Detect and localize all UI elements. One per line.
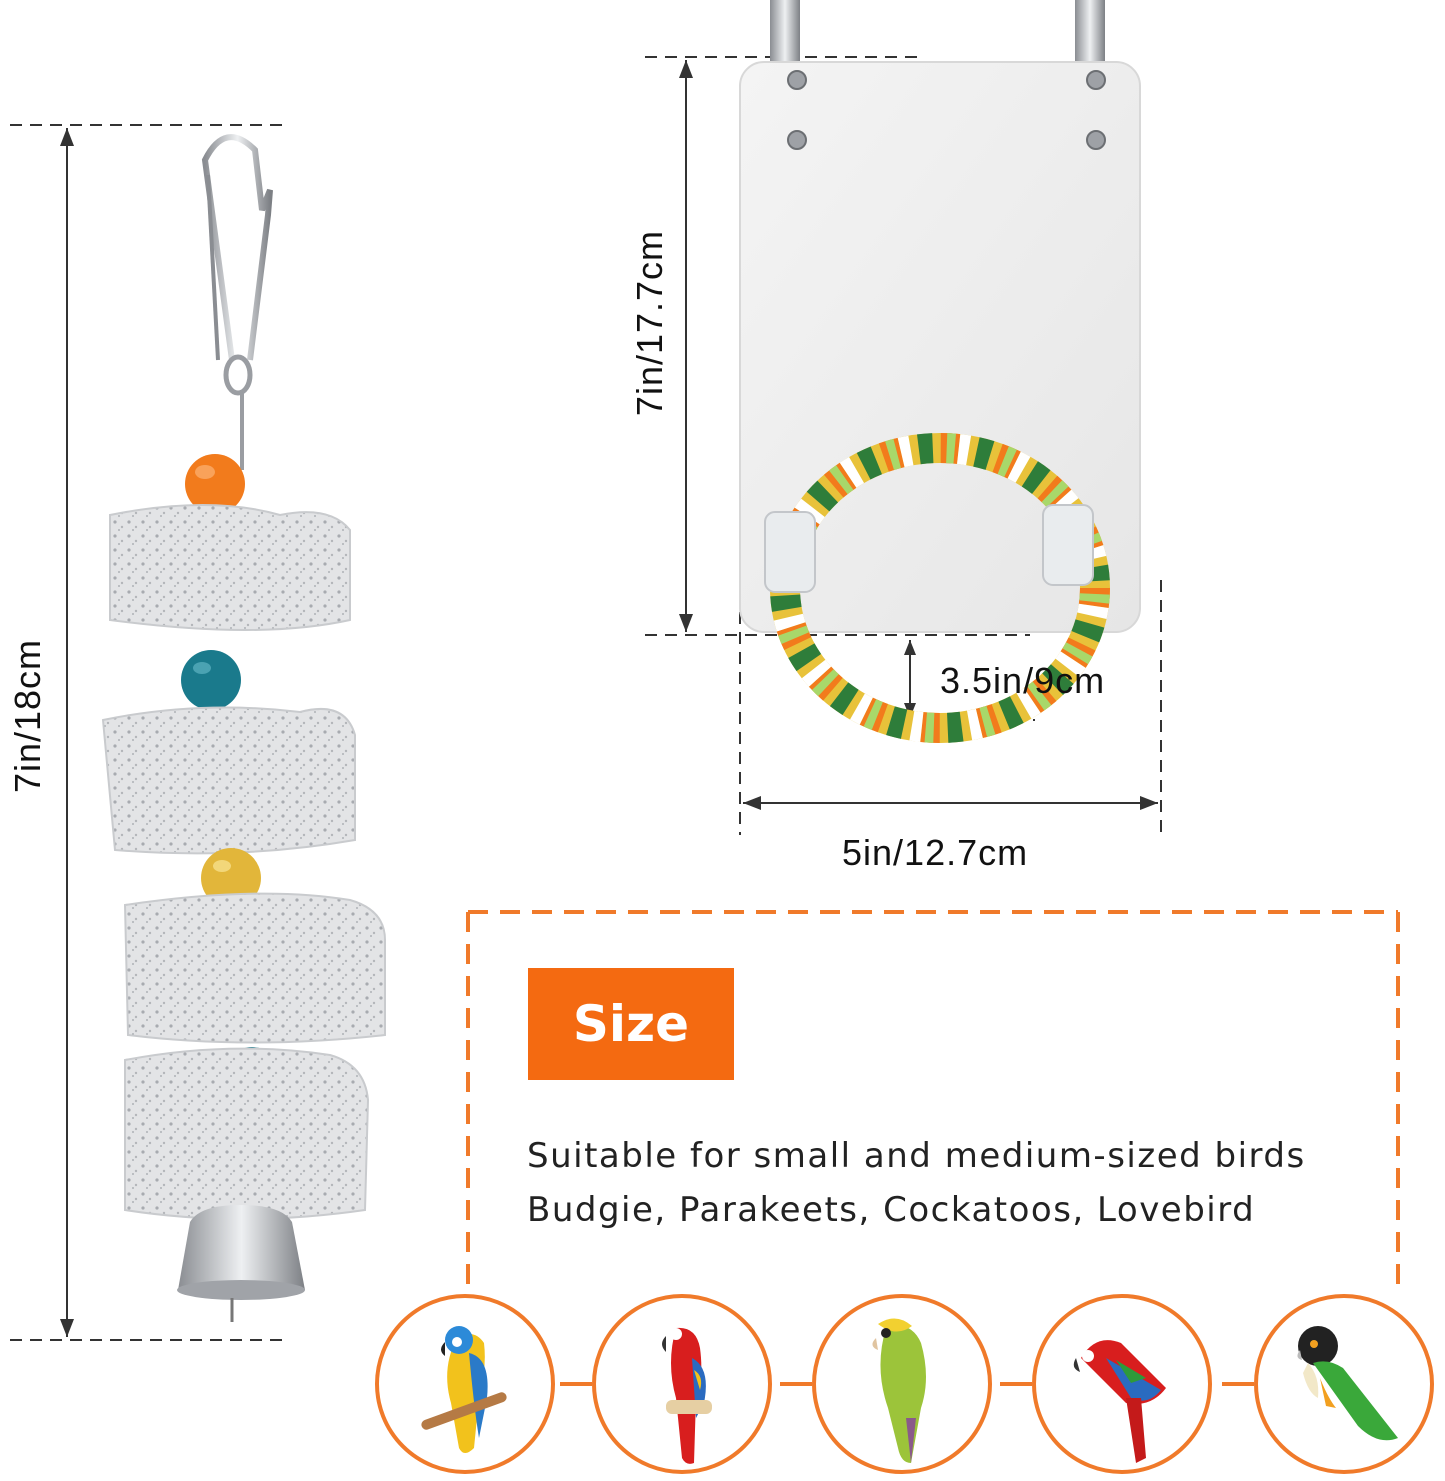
size-badge-label: Size: [572, 995, 690, 1053]
ring-drop-label: 3.5in/9cm: [940, 660, 1106, 701]
caique-icon: [1254, 1294, 1434, 1474]
macaw-blue-yellow-icon: [375, 1294, 555, 1474]
description-line-1: Suitable for small and medium-sized bird…: [527, 1136, 1306, 1176]
ring-mounts: [764, 504, 1094, 593]
pumice-toy: [101, 134, 386, 1322]
toy-height-dimension: [10, 124, 290, 1341]
mirror-height-label: 7in/17.7cm: [629, 229, 670, 417]
mirror-dimensions: [645, 56, 1162, 835]
info-box-border: [466, 910, 1400, 1295]
description-line-2: Budgie, Parakeets, Cockatoos, Lovebird: [527, 1190, 1256, 1230]
green-conure-icon: [812, 1294, 992, 1474]
toy-height-label: 7in/18cm: [7, 638, 48, 794]
size-badge: Size: [528, 968, 734, 1080]
mirror-width-label: 5in/12.7cm: [842, 832, 1029, 873]
red-parrot-icon: [1032, 1294, 1212, 1474]
scarlet-macaw-icon: [592, 1294, 772, 1474]
